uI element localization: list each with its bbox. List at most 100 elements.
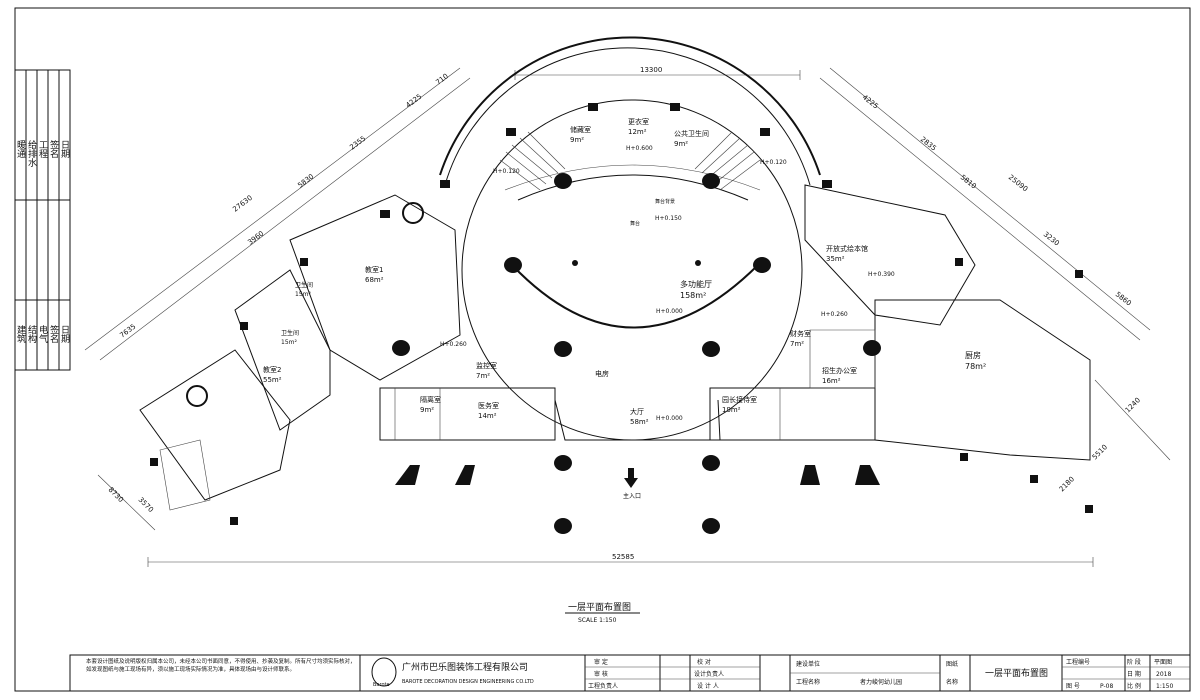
room-finance: 财务室 — [790, 329, 811, 338]
room-multi: 多功能厅 — [680, 279, 712, 289]
room-wc2-area: 15m² — [281, 339, 297, 346]
building-walls — [139, 36, 1091, 511]
label-main-entrance: 主入口 — [623, 492, 641, 500]
room-medical: 医务室 — [478, 401, 499, 410]
level-8: H+0.260 — [821, 311, 848, 318]
stage-label: 阶 段 — [1127, 658, 1141, 666]
dim-right-h: 5510 — [1091, 443, 1109, 461]
room-wc2: 卫生间 — [281, 329, 299, 337]
dim-right-d: 5860 — [1114, 290, 1133, 307]
room-office: 公共卫生间 — [674, 129, 709, 138]
row-check: 校 对 — [697, 658, 711, 666]
strip-top-5: 日期 — [59, 140, 70, 159]
decor-circle-2 — [186, 385, 208, 407]
row-review: 审 核 — [594, 670, 608, 678]
project-label: 工程名称 — [796, 678, 820, 686]
main-entrance-arrow — [624, 468, 638, 488]
dim-left-a: 27630 — [231, 194, 254, 214]
strip-top-2: 给排水 — [26, 139, 37, 167]
room-admission-area: 16m² — [822, 377, 841, 385]
level-1: H+0.600 — [626, 145, 653, 152]
strip-bot-4: 签名 — [48, 324, 59, 344]
notes-text: 本套设计图纸及说明版权归属本公司，未经本公司书面同意，不得使用、抄袭及复制。所有… — [86, 659, 356, 673]
row-project-lead: 工程负责人 — [588, 682, 618, 690]
room-reception-area: 19m² — [722, 406, 741, 414]
room-labels: 储藏室 9m² 更衣室 12m² 公共卫生间 9m² 多功能厅 158m² 舞台… — [263, 117, 986, 426]
room-wc1-area: 15m² — [295, 291, 311, 298]
strip-bot-2: 结构 — [26, 324, 37, 344]
drawing-name: 一层平面布置图 — [985, 667, 1048, 679]
level-5: H+0.000 — [656, 308, 683, 315]
room-elevator: 电房 — [595, 369, 609, 378]
room-kitchen: 厨房 — [965, 350, 981, 360]
date-value: 2018 — [1156, 671, 1171, 678]
company-name-en: BAROTE DECORATION DESIGN ENGINEERING CO.… — [402, 679, 534, 685]
stage-value: 平面图 — [1154, 659, 1172, 666]
dim-right-e: 4225 — [861, 93, 880, 110]
room-stage: 舞台 — [630, 220, 640, 227]
room-storage: 储藏室 — [570, 125, 591, 134]
dim-right-g: 1240 — [1124, 396, 1142, 414]
scale-label: 比 例 — [1127, 682, 1141, 690]
room-monitor: 监控室 — [476, 361, 497, 370]
level-4: H+0.150 — [655, 215, 682, 222]
drawing-name-label-1: 图纸 — [946, 660, 958, 668]
project-number-label: 工程编号 — [1066, 658, 1090, 666]
room-library-area: 35m² — [826, 255, 845, 263]
structural-columns — [150, 103, 1093, 534]
room-medical-area: 14m² — [478, 412, 497, 420]
room-kitchen-area: 78m² — [965, 362, 986, 371]
dim-left-g: 7635 — [118, 322, 137, 339]
date-label: 日 期 — [1127, 670, 1141, 678]
dim-right-c: 3230 — [1042, 230, 1061, 247]
room-isolation-area: 9m² — [420, 406, 434, 414]
room-library: 开放式绘本馆 — [826, 244, 868, 253]
company-logo — [371, 657, 397, 687]
strip-bot-5: 日期 — [59, 325, 70, 344]
decor-circle-1 — [402, 202, 424, 224]
room-monitor-area: 7m² — [476, 372, 490, 380]
left-signature-strip: 暖通 给排水 工程 签名 日期 建筑 结构 电气 签名 日期 — [14, 69, 71, 371]
room-changing: 更衣室 — [628, 117, 649, 126]
row-design-lead: 设计负责人 — [694, 670, 724, 678]
level-9: H+0.390 — [868, 271, 895, 278]
room-class2-area: 55m² — [263, 376, 282, 384]
dim-left-b: 5830 — [296, 172, 315, 189]
room-class2: 教室2 — [263, 365, 281, 374]
dim-left-h: 8730 — [107, 486, 125, 504]
dim-left-c: 2355 — [348, 134, 367, 151]
dim-bottom-width: 52585 — [612, 553, 634, 561]
dim-right-b: 5810 — [959, 173, 978, 190]
drawing-name-label-2: 名称 — [946, 678, 958, 686]
drawing-title: 一层平面布置图 — [568, 601, 631, 613]
dim-left-d: 4225 — [404, 92, 423, 109]
dim-right-i: 2180 — [1058, 475, 1076, 493]
strip-top-1: 暖通 — [15, 139, 26, 159]
project-name: 者力峻何幼儿园 — [860, 678, 902, 686]
room-reception: 园长接待室 — [722, 395, 757, 404]
room-admission: 招生办公室 — [822, 366, 857, 375]
level-markers: H+0.600 H+0.120 H+0.120 H+0.150 H+0.000 … — [440, 145, 895, 422]
room-hall-area: 58m² — [630, 418, 649, 426]
client-label: 建设单位 — [796, 660, 820, 668]
dim-left-e: 710 — [434, 72, 449, 86]
room-storage-area: 9m² — [570, 136, 584, 144]
sheet-number-label: 图 号 — [1066, 683, 1080, 690]
dimension-lines: 13300 52585 27630 5830 2355 4225 710 396… — [84, 66, 1171, 567]
scale-value: 1:150 — [1156, 683, 1173, 690]
room-isolation: 隔离室 — [420, 395, 441, 404]
company-logo-letters: Barote — [373, 682, 390, 688]
strip-top-3: 工程 — [37, 140, 48, 159]
sheet-number: P-08 — [1100, 683, 1113, 690]
title-block: 本套设计图纸及说明版权归属本公司，未经本公司书面同意，不得使用、抄袭及复制。所有… — [69, 654, 1191, 692]
room-finance-area: 7m² — [790, 340, 804, 348]
level-2: H+0.120 — [493, 168, 520, 175]
dim-right-a: 25090 — [1007, 173, 1029, 193]
row-designer: 设 计 人 — [697, 682, 719, 690]
room-hall: 大厅 — [630, 407, 644, 416]
room-class1-area: 68m² — [365, 276, 384, 284]
dim-left-i: 3570 — [137, 496, 155, 514]
level-7: H+0.000 — [656, 415, 683, 422]
dim-left-f: 3960 — [246, 229, 265, 246]
